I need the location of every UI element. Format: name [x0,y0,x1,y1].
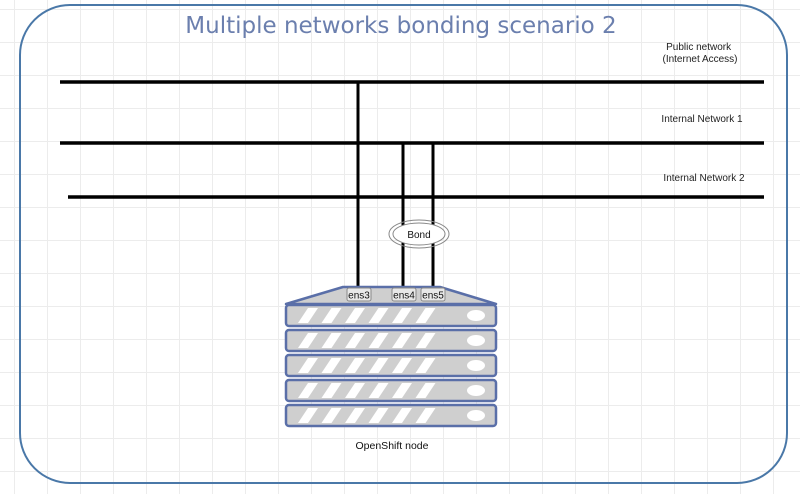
rack-vent-stripe [298,333,318,348]
rack-unit [284,378,498,403]
rack-vent-stripe [415,408,436,423]
rack-vent-stripe [345,333,365,348]
rack-vent-stripe [415,333,436,348]
rack-vent-stripe [321,358,342,373]
rack-vent-stripe [392,333,412,348]
rack-indicator-light [467,410,485,421]
rack-unit [284,353,498,378]
rack-vent-stripe [298,308,318,323]
rack-indicator-light [467,310,485,321]
interface-label: ens3 [348,291,370,302]
rack-indicator-light [467,385,485,396]
bond-outer-ring [388,219,450,249]
rack-vent-stripe [298,408,318,423]
bond-label: Bond [407,230,430,241]
server-top-cover [284,285,498,306]
rack-unit [284,328,498,353]
interface-port-ens5: ens5 [420,287,446,302]
rack-vent-stripe [321,383,342,398]
server-rack-stack [284,303,498,428]
rack-vent-stripe [368,308,389,323]
internal-network-2-label: Internal Network 2 [663,173,745,184]
interface-port-ens4: ens4 [391,287,417,302]
rack-indicator-light [467,360,485,371]
rack-vent-stripe [321,308,342,323]
rack-vent-stripe [298,358,318,373]
rack-vent-stripe [392,383,412,398]
rack-vent-stripe [345,308,365,323]
rack-vent-stripe [345,408,365,423]
rack-vent-stripe [392,308,412,323]
bond-marker: Bond [388,219,450,249]
rack-vent-stripe [321,333,342,348]
rack-vent-stripe [345,358,365,373]
rack-indicator-light [467,335,485,346]
interface-port-ens3: ens3 [346,287,372,302]
rack-vent-stripe [368,333,389,348]
rack-vent-stripe [415,383,436,398]
rack-unit [284,303,498,328]
rack-vent-stripe [392,408,412,423]
rack-unit [284,403,498,428]
diagram-title: Multiple networks bonding scenario 2 [185,13,616,39]
rack-vent-stripe [415,358,436,373]
interface-label: ens5 [422,291,444,302]
rack-vent-stripe [345,383,365,398]
rack-vent-stripe [298,383,318,398]
node-label: OpenShift node [356,440,429,452]
internal-network-1-label: Internal Network 1 [661,114,743,125]
bond-inner-ring [392,222,446,246]
rack-vent-stripe [321,408,342,423]
rack-vent-stripe [392,358,412,373]
public-network-label: Public network (Internet Access) [662,42,737,65]
diagram-frame [19,4,788,484]
interface-label: ens4 [393,291,415,302]
rack-vent-stripe [415,308,436,323]
rack-vent-stripe [368,408,389,423]
rack-vent-stripe [368,383,389,398]
rack-vent-stripe [368,358,389,373]
